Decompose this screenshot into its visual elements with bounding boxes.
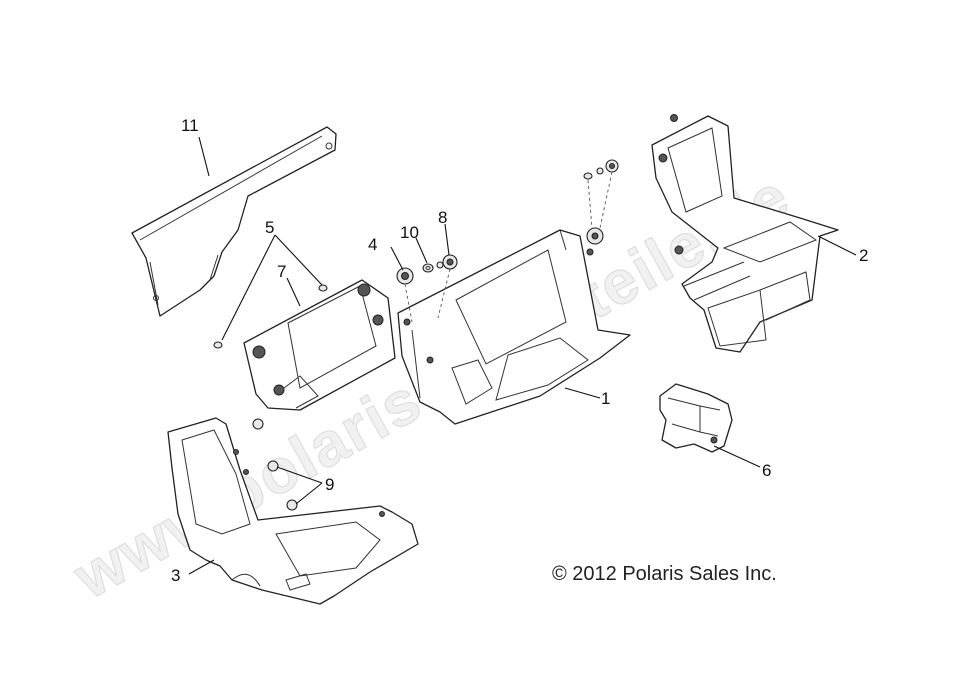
callout-7: 7 xyxy=(277,262,286,281)
part-8-nut xyxy=(436,254,458,270)
callout-9: 9 xyxy=(325,475,334,494)
part-4-grommet xyxy=(396,267,414,285)
part-6-bracket xyxy=(659,383,733,453)
dashed-line-4-to-1 xyxy=(404,268,451,323)
callout-3: 3 xyxy=(171,566,180,585)
callout-4: 4 xyxy=(368,235,377,254)
part-5-clips xyxy=(213,284,328,349)
part-10-washer xyxy=(422,263,434,273)
part-1-center-panel xyxy=(397,229,631,425)
hardware-stack-right xyxy=(583,159,619,245)
callout-10: 10 xyxy=(400,223,419,242)
callout-8: 8 xyxy=(438,208,447,227)
part-11-side-panel xyxy=(131,126,337,317)
callout-2: 2 xyxy=(859,246,868,265)
part-9-screws xyxy=(252,418,298,511)
copyright-notice: © 2012 Polaris Sales Inc. xyxy=(552,563,777,585)
callout-6: 6 xyxy=(762,461,771,480)
callout-11: 11 xyxy=(181,116,199,135)
callout-leader-lines xyxy=(188,136,857,575)
part-2-console-box xyxy=(651,114,839,353)
callout-5: 5 xyxy=(265,218,274,237)
part-7-cover-plate xyxy=(243,279,396,411)
callout-1: 1 xyxy=(601,389,610,408)
part-3-floor-panel xyxy=(167,417,419,605)
